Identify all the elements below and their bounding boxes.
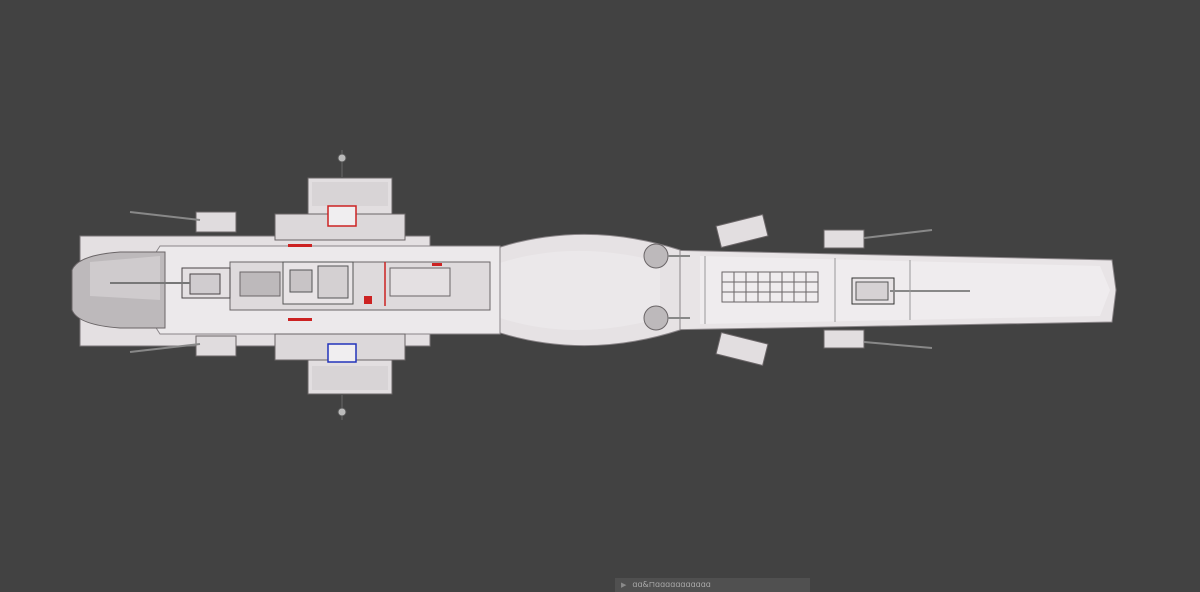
play-icon[interactable]: ▶ — [621, 581, 627, 589]
fwd-fin-lower — [715, 331, 769, 367]
aft-gun-bottom — [195, 335, 237, 357]
dome-lower — [643, 305, 669, 331]
fwd-gun-lower — [823, 329, 865, 349]
status-text: ɑɑ&⊓ɑɑɑɑɑɑɑɑɑɑɑ — [632, 580, 711, 589]
aft-gun-top — [195, 211, 237, 233]
fwd-fin-upper — [715, 213, 769, 249]
fwd-gun-upper — [823, 229, 865, 249]
vent-grid — [721, 271, 819, 303]
dome-upper — [643, 243, 669, 269]
status-bar: ▶ ɑɑ&⊓ɑɑɑɑɑɑɑɑɑɑɑ — [615, 578, 810, 592]
